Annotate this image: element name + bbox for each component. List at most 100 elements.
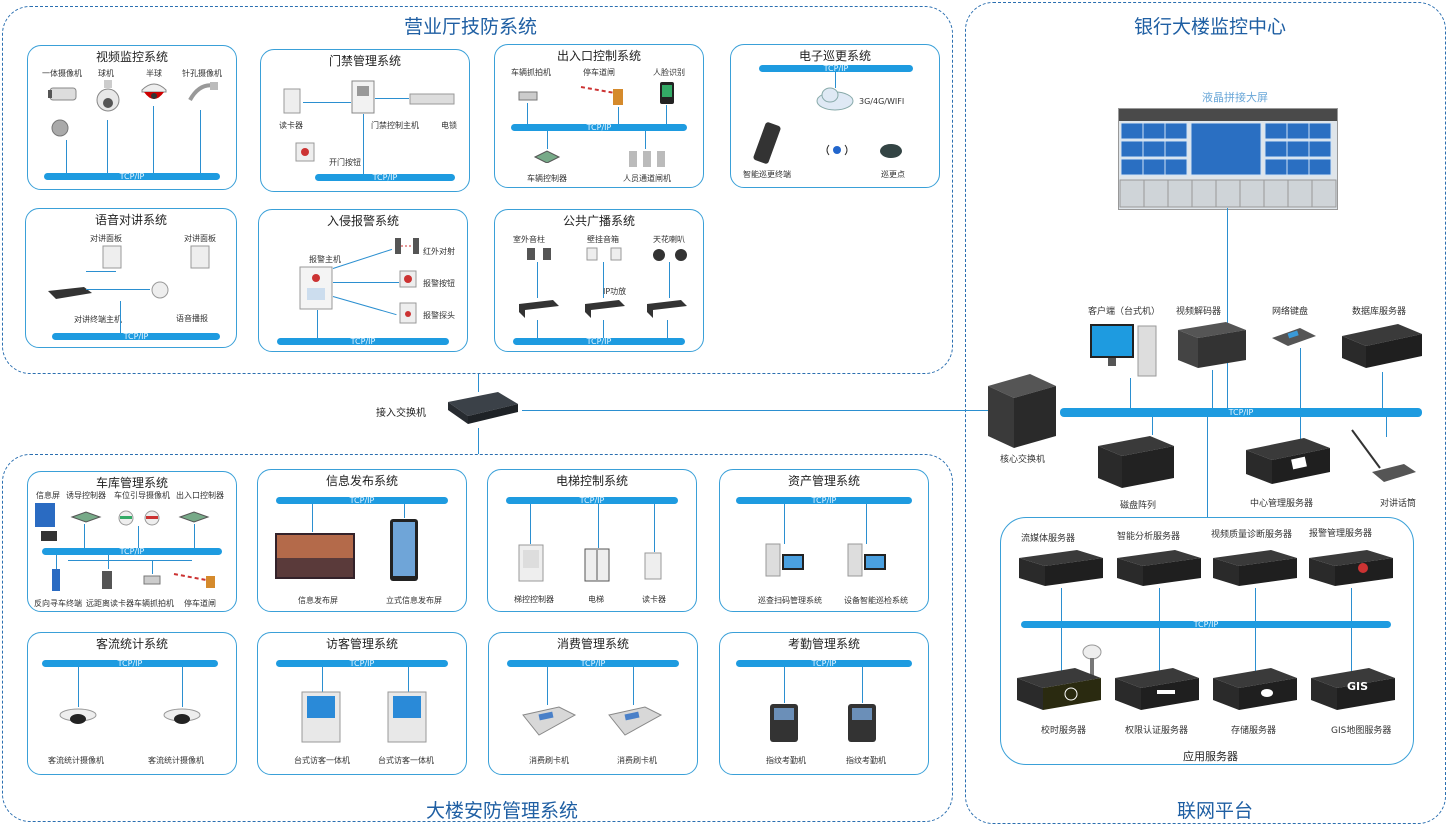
half-dome-camera-icon <box>141 83 167 99</box>
car-finder-terminal-icon <box>52 569 60 591</box>
device-label: 读卡器 <box>279 121 303 130</box>
device-label: 半球 <box>146 69 162 78</box>
visitor-system-box: 访客管理系统 TCP/IP 台式访客一体机 台式访客一体机 <box>257 632 467 775</box>
device-label: 指纹考勤机 <box>846 756 886 765</box>
traffic-system-title: 客流统计系统 <box>95 637 168 651</box>
bank-hall-title: 营业厅技防系统 <box>404 16 538 38</box>
device-label: 针孔摄像机 <box>182 69 222 78</box>
app-tcpip-bus: TCP/IP <box>1021 620 1391 629</box>
device-label: 电梯 <box>588 595 604 604</box>
device-label: 远距离读卡器 <box>86 599 134 608</box>
device-label: 磁盘阵列 <box>1120 501 1157 511</box>
dome-ptz-camera-icon <box>96 80 120 112</box>
device-label: 诱导控制器 <box>66 491 106 500</box>
center-tcpip-bus: TCP/IP <box>1060 408 1422 417</box>
streaming-server-icon <box>1019 550 1103 586</box>
attendance-system-box: 考勤管理系统 TCP/IP 指纹考勤机 指纹考勤机 <box>719 632 929 775</box>
patrol-system-box: 电子巡更系统 TCP/IP 3G/4G/WIFI 智能巡更终端 巡更点 <box>730 44 940 188</box>
video-system-title: 视频监控系统 <box>95 50 168 64</box>
gis-server-icon <box>1311 668 1395 710</box>
device-label: 指纹考勤机 <box>766 756 806 765</box>
device-label: 对讲终端主机 <box>74 315 122 324</box>
device-label: 语音播报 <box>176 314 208 323</box>
device-label: 客户端（台式机） <box>1088 307 1161 317</box>
counting-camera-icon <box>59 708 97 724</box>
app-servers-box: 流媒体服务器 智能分析服务器 视频质量诊断服务器 报警管理服务器 TCP/IP … <box>1000 517 1414 765</box>
device-label: 设备智能巡检系统 <box>844 596 908 605</box>
asset-system-title: 资产管理系统 <box>787 474 860 488</box>
device-label: GIS地图服务器 <box>1331 726 1392 736</box>
tcpip-bus: TCP/IP <box>42 659 218 668</box>
intercom-microphone-icon <box>1351 429 1416 482</box>
auth-server-icon <box>1115 668 1199 710</box>
guidance-camera-icon <box>118 510 134 526</box>
plate-camera-icon <box>518 91 538 101</box>
ip-amplifier-icon <box>585 300 625 318</box>
intercom-panel-icon <box>102 245 122 269</box>
tcpip-bus: TCP/IP <box>276 496 448 505</box>
device-label: 开门按钮 <box>329 158 361 167</box>
capture-camera-icon <box>143 575 161 585</box>
device-label: 天花喇叭 <box>653 235 685 244</box>
bank-hall-region <box>2 6 953 374</box>
monitor-center-region <box>965 2 1446 824</box>
device-label: 电锁 <box>441 121 457 130</box>
monitor-center-title: 银行大楼监控中心 <box>1134 16 1287 38</box>
tcpip-bus: TCP/IP <box>277 337 449 346</box>
tcpip-bus: TCP/IP <box>513 337 685 346</box>
device-label: 对讲面板 <box>184 234 216 243</box>
device-label: 视频质量诊断服务器 <box>1211 530 1293 540</box>
time-server-icon <box>1017 668 1101 710</box>
broadcast-system-title: 公共广播系统 <box>562 214 635 228</box>
device-label: 视频解码器 <box>1176 307 1222 317</box>
face-recognition-icon <box>660 82 674 104</box>
alarm-host-icon <box>299 266 333 310</box>
device-label: 对讲面板 <box>90 234 122 243</box>
app-servers-title: 应用服务器 <box>1183 750 1238 763</box>
garage-system-title: 车库管理系统 <box>95 476 168 490</box>
info-screen-icon <box>35 503 55 527</box>
device-label: 车辆抓拍机 <box>511 68 551 77</box>
elevator-system-title: 电梯控制系统 <box>555 474 628 488</box>
consume-system-box: 消费管理系统 TCP/IP 消费刷卡机 消费刷卡机 <box>488 632 698 775</box>
elevator-icon <box>584 548 610 582</box>
intrusion-system-box: 入侵报警系统 报警主机 红外对射 报警按钮 报警探头 TCP/IP <box>258 209 468 352</box>
gis-server-text: GIS <box>1347 680 1369 693</box>
cloud-icon <box>816 87 854 111</box>
entrance-controller-icon <box>178 511 210 523</box>
tcpip-bus: TCP/IP <box>736 659 912 668</box>
pos-card-machine-icon <box>608 706 663 736</box>
network-keyboard-icon <box>1272 328 1316 346</box>
tcpip-bus: TCP/IP <box>42 547 222 556</box>
speaker-icon <box>151 281 169 299</box>
tcpip-bus: TCP/IP <box>736 496 912 505</box>
ip-amplifier-icon <box>647 300 687 318</box>
visitor-kiosk-icon <box>301 691 341 743</box>
video-decoder-icon <box>1178 322 1246 368</box>
elevator-controller-icon <box>518 544 544 582</box>
device-label: 车位引导摄像机 <box>114 491 170 500</box>
videowall-screens <box>1121 123 1332 176</box>
patrol-point-icon <box>880 144 902 158</box>
device-label: 门禁控制主机 <box>371 121 419 130</box>
card-reader-icon <box>283 88 301 114</box>
device-label: 智能巡更终端 <box>743 170 791 179</box>
core-switch-icon <box>988 374 1056 448</box>
tcpip-bus: TCP/IP <box>52 332 220 341</box>
alarm-detector-icon <box>399 302 417 324</box>
device-label: 反向寻车终端 <box>34 599 82 608</box>
tcpip-bus: TCP/IP <box>44 172 220 181</box>
device-label: 客流统计摄像机 <box>48 756 104 765</box>
long-range-reader-icon <box>102 571 112 589</box>
device-label: 报警按钮 <box>423 279 455 288</box>
alarm-button-icon <box>399 270 417 288</box>
fingerprint-terminal-icon <box>770 704 798 742</box>
network-label: 3G/4G/WIFI <box>859 97 905 106</box>
asset-system-box: 资产管理系统 TCP/IP 巡查扫码管理系统 设备智能巡检系统 <box>719 469 929 612</box>
videowall-cabinets <box>1119 179 1337 208</box>
gps-antenna-icon <box>1082 644 1102 676</box>
elevator-system-box: 电梯控制系统 TCP/IP 梯控控制器 电梯 读卡器 <box>487 469 697 612</box>
central-management-server-icon <box>1246 438 1330 484</box>
device-label: 立式信息发布屏 <box>386 596 442 605</box>
tcpip-bus: TCP/IP <box>315 173 455 182</box>
